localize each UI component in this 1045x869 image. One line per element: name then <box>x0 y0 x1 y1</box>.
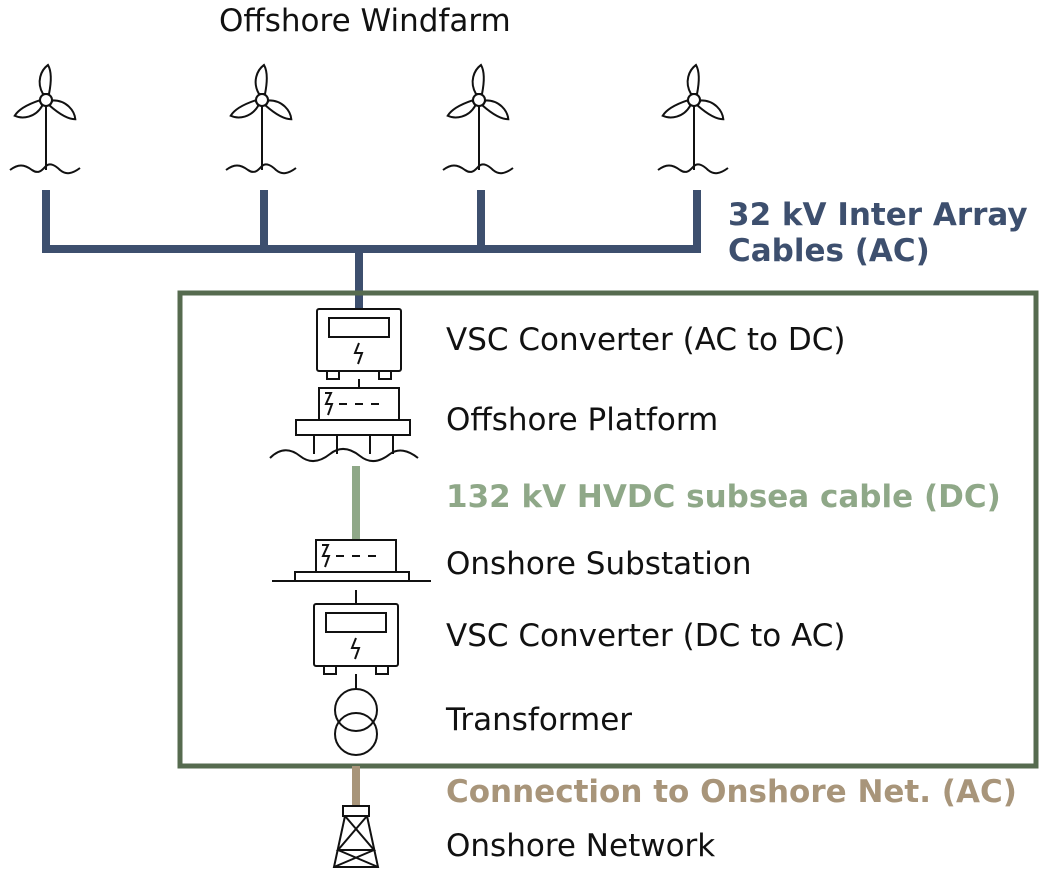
vsc-ac-dc-label: VSC Converter (AC to DC) <box>446 322 846 358</box>
vsc-converter-icon <box>316 308 402 380</box>
system-enclosure <box>177 290 1039 769</box>
transformer-label: Transformer <box>446 702 633 738</box>
inter-array-label-line1: 32 kV Inter Array <box>728 197 1028 233</box>
diagram-title: Offshore Windfarm <box>219 3 511 39</box>
inter-array-cables <box>42 190 701 312</box>
hvdc-cable-label: 132 kV HVDC subsea cable (DC) <box>446 479 1001 515</box>
offshore-platform-label: Offshore Platform <box>446 402 719 438</box>
transformer-icon <box>334 688 378 756</box>
wind-turbine-icon <box>9 64 81 175</box>
inter-array-label-line2: Cables (AC) <box>728 233 930 269</box>
offshore-platform-icon <box>269 387 419 462</box>
connection-label: Connection to Onshore Net. (AC) <box>446 774 1017 810</box>
vsc-dc-ac-label: VSC Converter (DC to AC) <box>446 618 846 654</box>
pylon-icon <box>332 805 380 868</box>
substation-icon <box>272 539 431 604</box>
vsc-converter-icon <box>313 603 399 675</box>
wind-turbine-icon <box>657 64 729 175</box>
wind-turbine-icon <box>225 64 297 175</box>
onshore-substation-label: Onshore Substation <box>446 546 752 582</box>
onshore-network-label: Onshore Network <box>446 828 716 864</box>
wind-turbine-icon <box>442 64 514 175</box>
